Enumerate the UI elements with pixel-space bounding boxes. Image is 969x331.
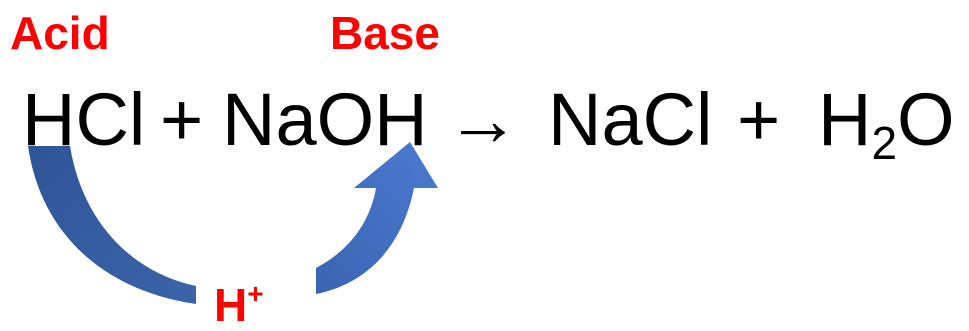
reactant-naoh: NaOH	[222, 78, 428, 161]
water-h: H	[818, 78, 872, 161]
proton-h: H	[214, 279, 248, 331]
plus-sign-2: +	[737, 78, 781, 161]
water-o: O	[897, 78, 955, 161]
right-curved-arrow	[316, 142, 438, 294]
proton-charge: +	[247, 278, 264, 309]
left-curved-arrow-band	[28, 146, 196, 304]
reaction-arrow-icon: →	[446, 78, 520, 161]
proton-label: H+	[214, 279, 264, 331]
plus-sign-1: +	[160, 78, 204, 161]
product-water: H2O	[818, 78, 955, 169]
acid-label: Acid	[10, 7, 110, 59]
product-nacl: NaCl	[548, 78, 713, 161]
water-subscript: 2	[871, 117, 898, 169]
base-label: Base	[330, 7, 440, 59]
reactant-hcl: HCl	[22, 78, 146, 161]
